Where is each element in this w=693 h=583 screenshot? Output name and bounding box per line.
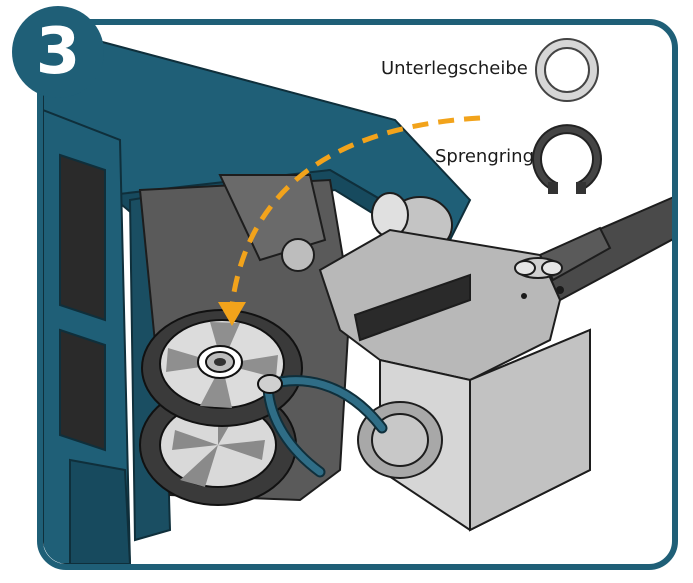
- wing-nut: [514, 257, 563, 279]
- washer-icon: [535, 38, 599, 102]
- grease-fitting: [257, 374, 283, 394]
- washer-label: Unterlegscheibe: [381, 58, 528, 79]
- load-wheels: [139, 309, 303, 506]
- snap-ring-label: Sprengring: [435, 146, 534, 167]
- snap-ring-icon: [532, 124, 602, 194]
- axle-bracket: [318, 228, 591, 532]
- grease-hose: [257, 374, 388, 478]
- step-number-badge: 3: [12, 6, 104, 98]
- assembly-arrow: [218, 115, 481, 326]
- pivot-bolt: [281, 238, 315, 272]
